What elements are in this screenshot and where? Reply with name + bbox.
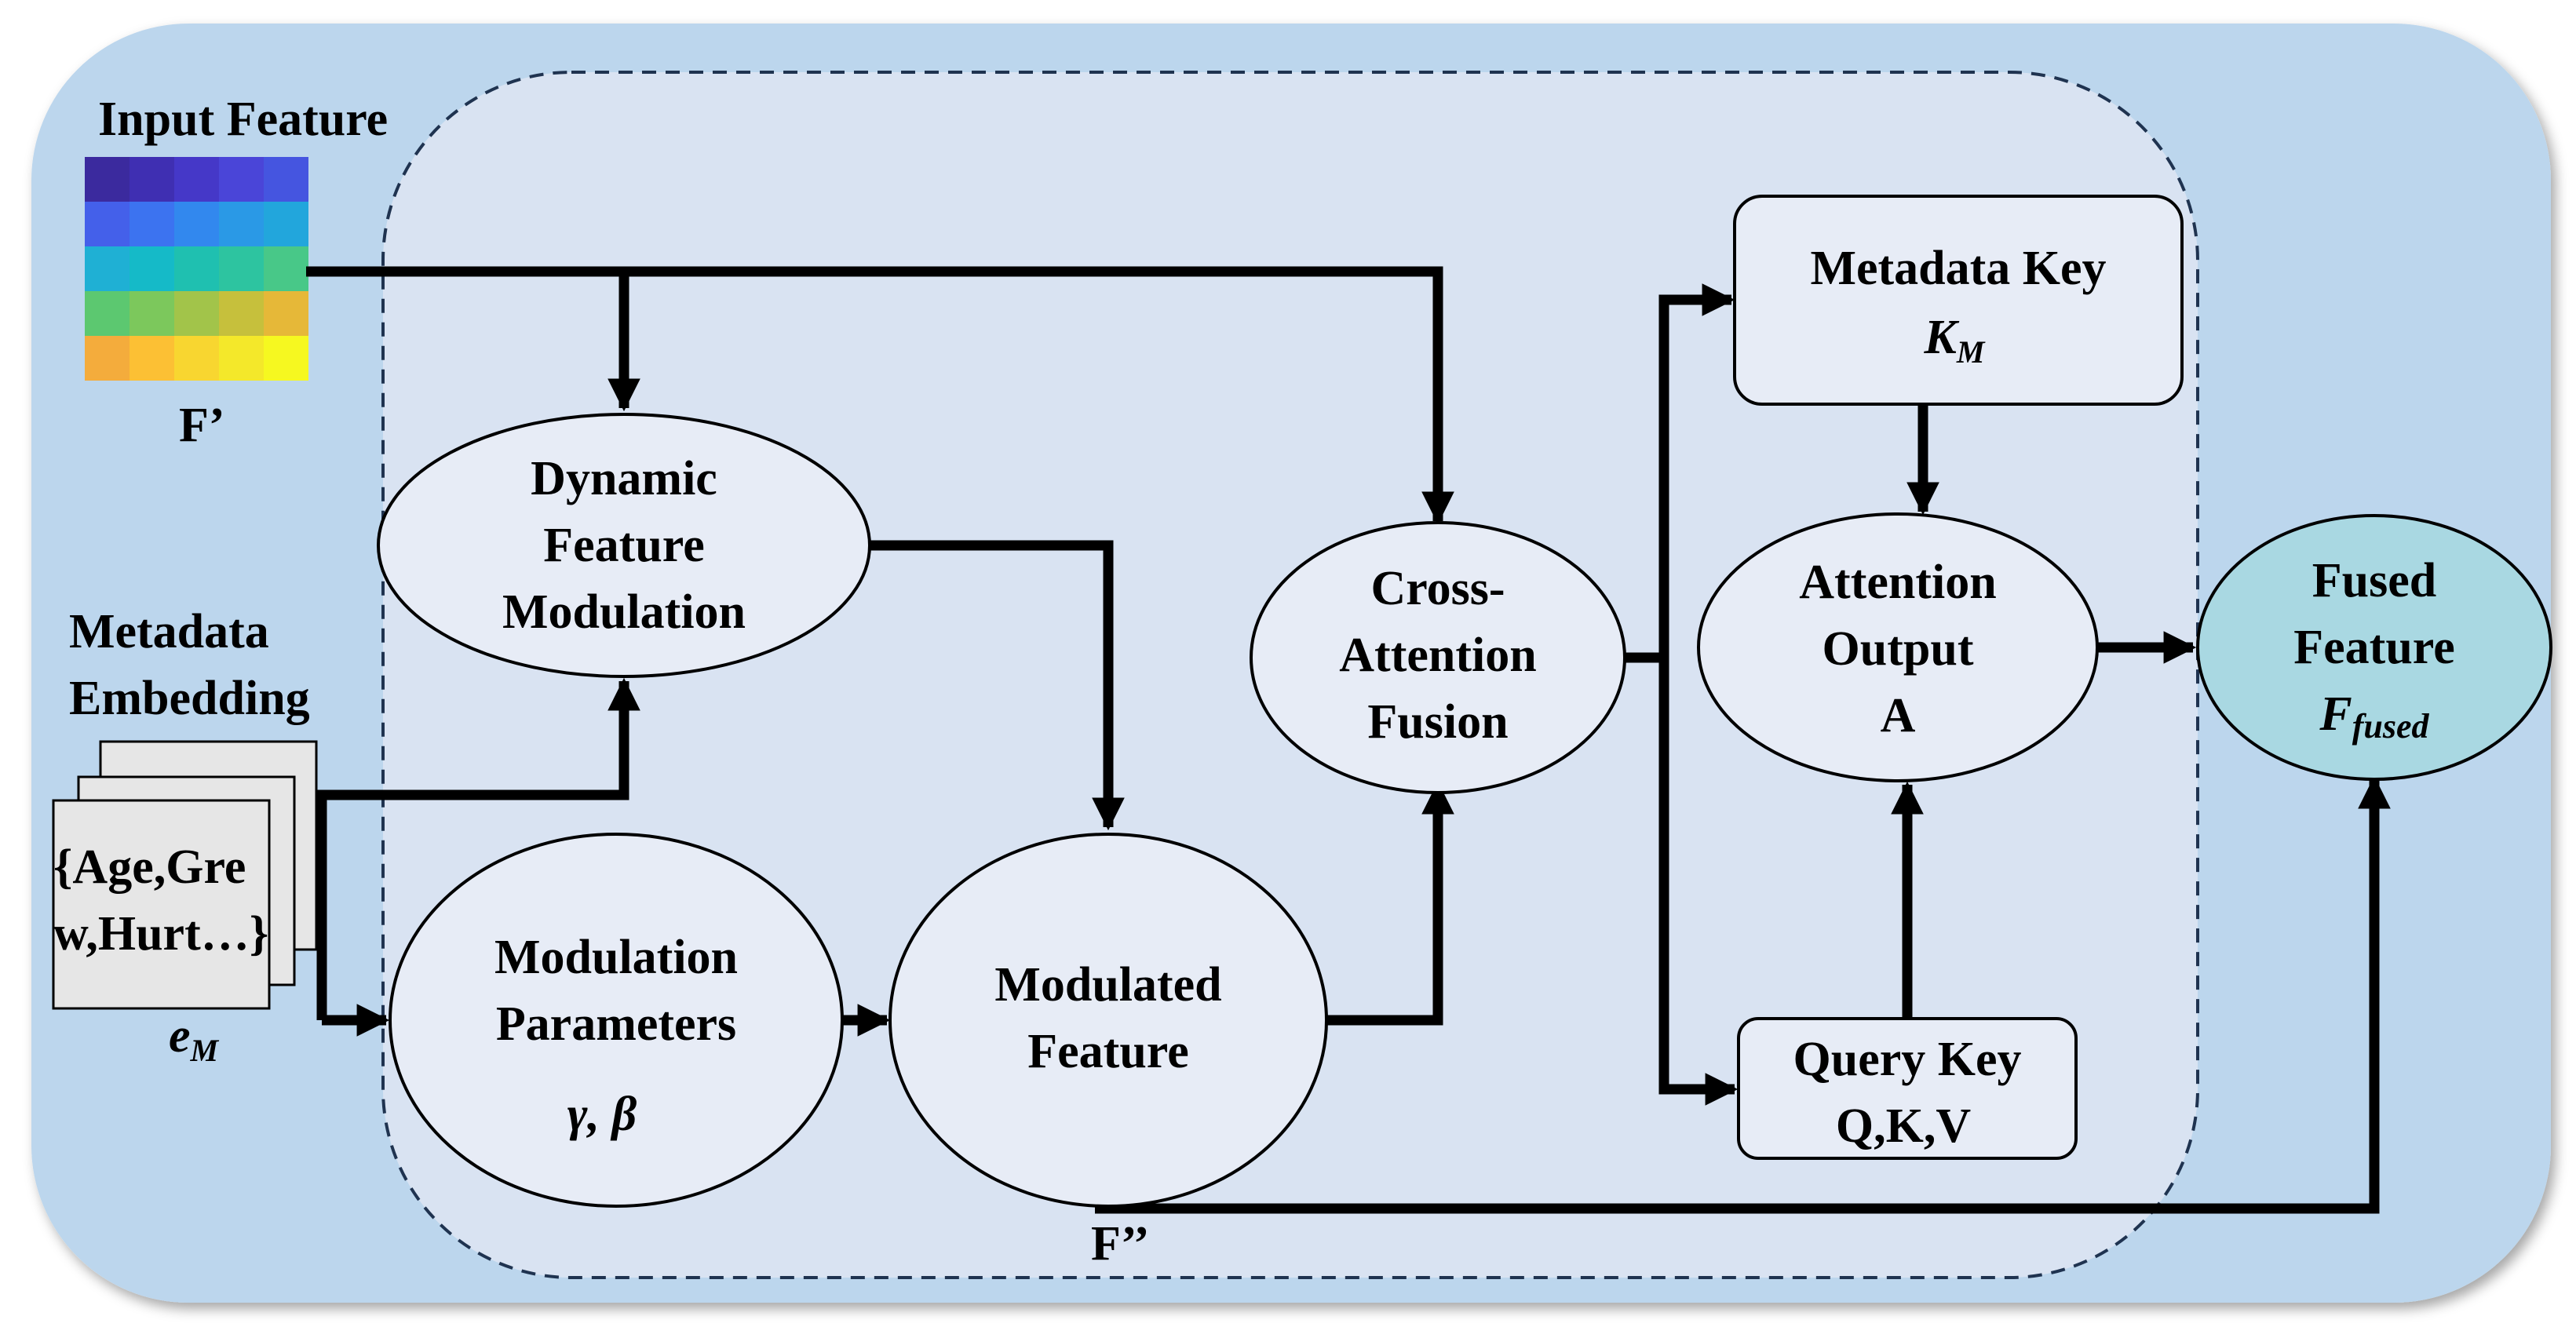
params-line1: Modulation — [494, 931, 738, 984]
metadata-embedding-title-line1: Metadata — [69, 605, 269, 658]
metadata-card-text-line1: {Age,Gre — [53, 840, 246, 894]
heatmap-cell — [219, 202, 264, 246]
fused-feature-node — [2196, 514, 2552, 781]
query-key-node — [1737, 1017, 2078, 1160]
heatmap-cell — [174, 336, 219, 381]
heatmap-cell — [219, 246, 264, 291]
arrow-cross-to-query — [1658, 658, 1739, 1106]
attention-output-node — [1697, 512, 2099, 782]
input-feature-heatmap — [85, 157, 308, 381]
heatmap-cell — [85, 202, 130, 246]
metadata-card-stack — [52, 740, 318, 1010]
arrow-dynamic-to-modulated — [870, 540, 1125, 831]
metadata-key-symbol-sub: M — [1956, 334, 1986, 370]
connectors — [306, 266, 2391, 1214]
heatmap-cell — [264, 202, 308, 246]
input-feature-label: F’ — [179, 399, 225, 452]
attention-line3: A — [1881, 689, 1916, 742]
cross-line2: Attention — [1339, 629, 1536, 682]
heatmap-cell — [264, 157, 308, 202]
metadata-symbol-sub: M — [190, 1033, 220, 1068]
modulated-output-label: F’’ — [1091, 1217, 1150, 1271]
modulation-parameters-node — [389, 833, 844, 1208]
heatmap-cell — [264, 246, 308, 291]
dynamic-line1: Dynamic — [531, 452, 717, 505]
fused-symbol-main: F — [2319, 687, 2352, 741]
heatmap-cell — [174, 291, 219, 336]
arrow-meta-to-dynamic — [316, 677, 640, 1020]
modulated-feature-node — [888, 833, 1328, 1208]
dynamic-line2: Feature — [543, 519, 704, 572]
fused-symbol-sub: fused — [2352, 707, 2430, 746]
dynamic-line3: Modulation — [502, 585, 746, 639]
heatmap-cell — [130, 246, 174, 291]
fused-line2: Feature — [2293, 621, 2454, 674]
modulated-line1: Modulated — [994, 958, 1221, 1012]
metadata-key-line1: Metadata Key — [1810, 242, 2106, 295]
attention-line1: Attention — [1799, 556, 1996, 609]
query-line2: Q,K,V — [1836, 1099, 1971, 1153]
heatmap-cell — [174, 202, 219, 246]
heatmap-cell — [85, 246, 130, 291]
heatmap-cell — [130, 291, 174, 336]
query-line1: Query Key — [1793, 1033, 2022, 1086]
metadata-embedding-title-line2: Embedding — [69, 672, 310, 725]
heatmap-cell — [130, 202, 174, 246]
metadata-card-front — [52, 799, 271, 1010]
heatmap-cell — [130, 336, 174, 381]
heatmap-cell — [85, 336, 130, 381]
dynamic-feature-modulation-node — [377, 413, 871, 678]
cross-line3: Fusion — [1367, 695, 1508, 749]
arrow-skip-to-fused — [1095, 775, 2391, 1214]
fused-line1: Fused — [2312, 554, 2436, 607]
cross-attention-fusion-node — [1250, 521, 1626, 794]
heatmap-cell — [85, 291, 130, 336]
metadata-key-symbol-main: K — [1924, 311, 1960, 364]
heatmap-cell — [264, 291, 308, 336]
arrow-cross-to-metakey — [1625, 283, 1735, 663]
arrow-modulated-to-cross — [1326, 781, 1454, 1026]
params-line2: Parameters — [496, 997, 736, 1051]
arrow-input-to-cross — [624, 266, 1454, 525]
heatmap-cell — [264, 336, 308, 381]
metadata-card-text-line2: w,Hurt…} — [53, 907, 268, 961]
fused-symbol: Ffused — [2319, 687, 2429, 746]
params-line3: γ, β — [567, 1088, 637, 1141]
metadata-symbol-main: e — [169, 1009, 191, 1063]
cross-line1: Cross- — [1370, 562, 1505, 615]
heatmap-cell — [130, 157, 174, 202]
heatmap-cell — [85, 157, 130, 202]
heatmap-cell — [174, 246, 219, 291]
metadata-key-node — [1733, 195, 2184, 406]
heatmap-cell — [174, 157, 219, 202]
metadata-key-symbol: KM — [1924, 311, 1986, 370]
heatmap-cell — [219, 291, 264, 336]
heatmap-cell — [219, 336, 264, 381]
attention-line2: Output — [1823, 622, 1974, 676]
heatmap-cell — [219, 157, 264, 202]
input-feature-title: Input Feature — [98, 93, 388, 146]
metadata-symbol: eM — [169, 1009, 220, 1068]
modulated-line2: Feature — [1027, 1025, 1188, 1078]
